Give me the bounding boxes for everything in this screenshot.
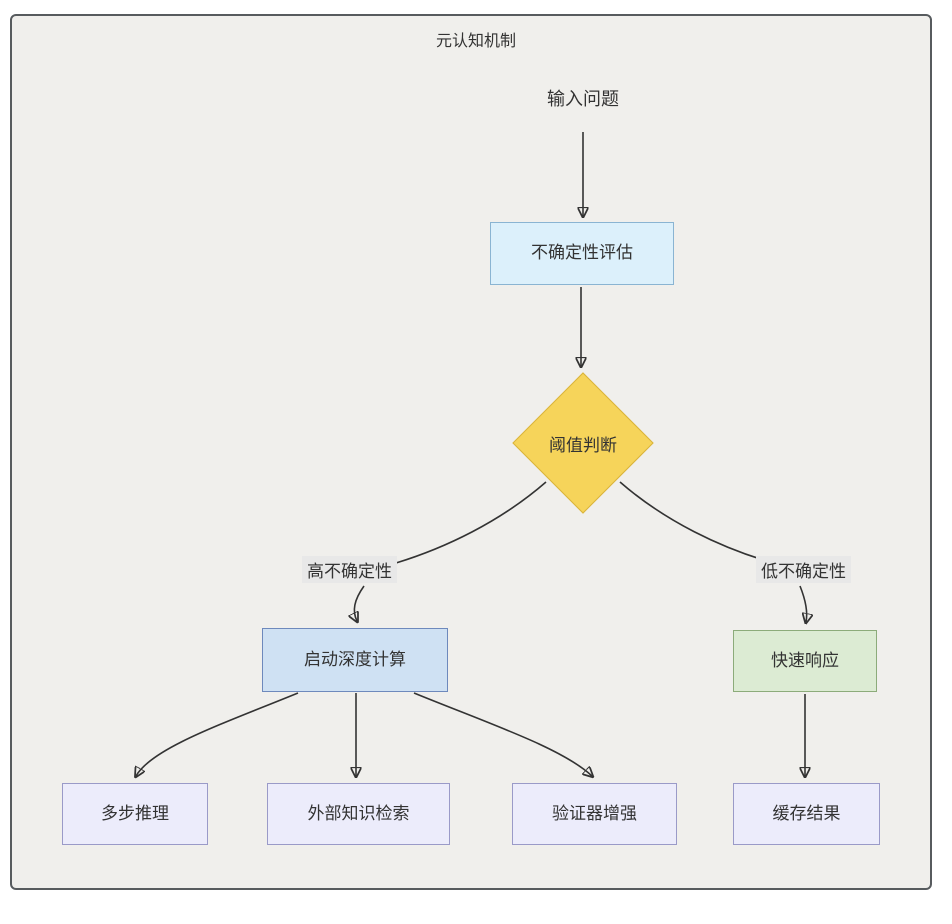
node-cache-result: 缓存结果 <box>733 783 880 845</box>
edge-label-high-uncertainty: 高不确定性 <box>302 556 397 583</box>
node-multi-step-reasoning: 多步推理 <box>62 783 208 845</box>
node-deep-compute: 启动深度计算 <box>262 628 448 692</box>
node-input-question: 输入问题 <box>547 89 619 110</box>
node-external-knowledge-retrieval: 外部知识检索 <box>267 783 450 845</box>
node-verifier-enhancement: 验证器增强 <box>512 783 677 845</box>
diamond-label: 阈值判断 <box>549 435 617 455</box>
diagram-title: 元认知机制 <box>435 33 516 50</box>
node-threshold-decision: 阈值判断 <box>512 372 654 514</box>
node-uncertainty-evaluation: 不确定性评估 <box>490 222 674 285</box>
node-fast-response: 快速响应 <box>733 630 877 692</box>
edge-label-low-uncertainty: 低不确定性 <box>756 556 851 583</box>
flowchart-canvas <box>10 14 932 890</box>
